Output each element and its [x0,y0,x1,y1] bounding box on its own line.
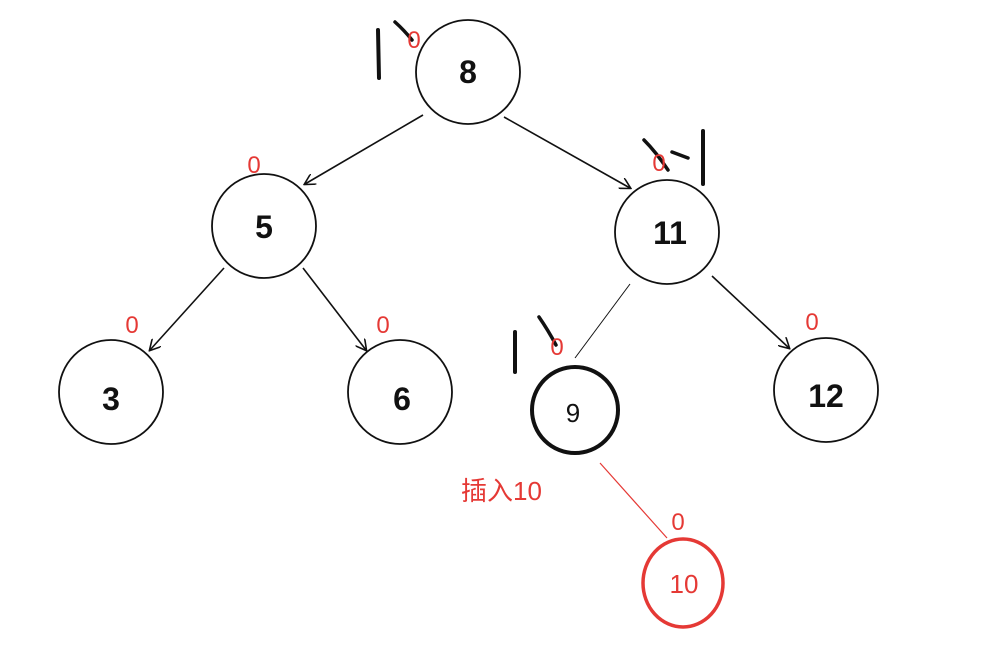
edge-8-5 [305,114,424,184]
node-5-label: 5 [255,209,273,245]
node-3-circle [58,339,164,445]
node-6-label: 6 [393,381,411,417]
balance-8: 0 [407,27,420,54]
balance-5: 0 [247,152,260,179]
node-9-label: 9 [566,398,580,428]
node-12-label: 12 [808,378,844,414]
node-10-circle [641,537,725,629]
scribble-8-tick [393,20,414,42]
node-11-label: 11 [653,215,687,251]
balance-3: 0 [125,312,138,339]
node-10-label: 10 [670,569,699,599]
edge-8-11 [503,116,630,188]
scribble-9-tick [537,315,558,347]
insert-note: 插入10 [461,476,542,506]
node-5-circle [211,173,317,279]
scribble-8-bar [376,28,381,80]
balance-10: 0 [671,509,684,536]
node-6-circle [347,339,453,445]
node-12-circle [773,337,879,443]
handwritten-annotations [376,20,705,374]
balance-11: 0 [652,150,665,177]
edge-5-3 [150,267,225,350]
balance-12: 0 [805,309,818,336]
node-8-label: 8 [459,54,477,90]
balance-9: 0 [550,334,563,361]
edge-11-12 [711,275,789,348]
node-11-circle [614,179,720,285]
node-3-label: 3 [102,381,120,417]
node-9-circle [530,365,620,455]
edge-9-10 [599,462,668,539]
edge-11-9 [574,283,631,359]
balance-6: 0 [376,312,389,339]
scribble-11-minus [642,138,690,172]
node-8-circle [415,19,521,125]
edge-5-6 [302,267,366,350]
